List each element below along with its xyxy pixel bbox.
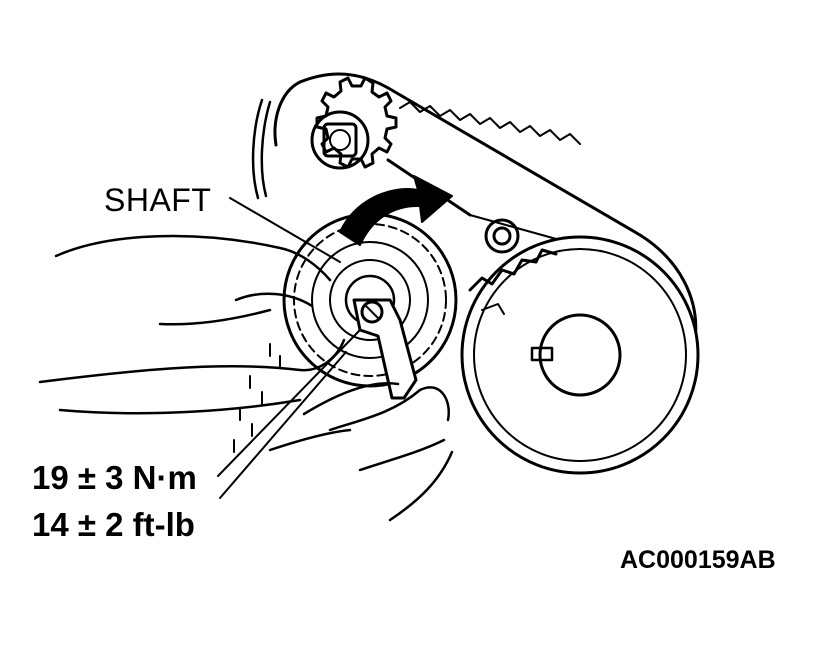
sprocket-bolt-head [322, 122, 358, 158]
torque-callout-lines [217, 197, 361, 499]
figure-code-main: AC000159 [620, 546, 740, 574]
idler-bolt [484, 218, 520, 254]
rotation-direction-arrow [339, 175, 453, 246]
left-hand [38, 234, 346, 415]
figure-code: AC000159AB [620, 548, 776, 573]
crankshaft-pulley [460, 235, 700, 475]
belt-guide [251, 98, 272, 200]
crankshaft-key [530, 346, 554, 362]
camshaft-sprocket [310, 76, 398, 170]
shaft-label: SHAFT [104, 182, 212, 218]
right-hand [268, 382, 454, 522]
hex-wrench [352, 298, 418, 400]
torque-spec-imperial: 14 ± 2 ft-lb [32, 506, 195, 543]
torque-spec-metric: 19 ± 3 N·m [32, 459, 197, 496]
figure-code-suffix: AB [739, 546, 776, 574]
